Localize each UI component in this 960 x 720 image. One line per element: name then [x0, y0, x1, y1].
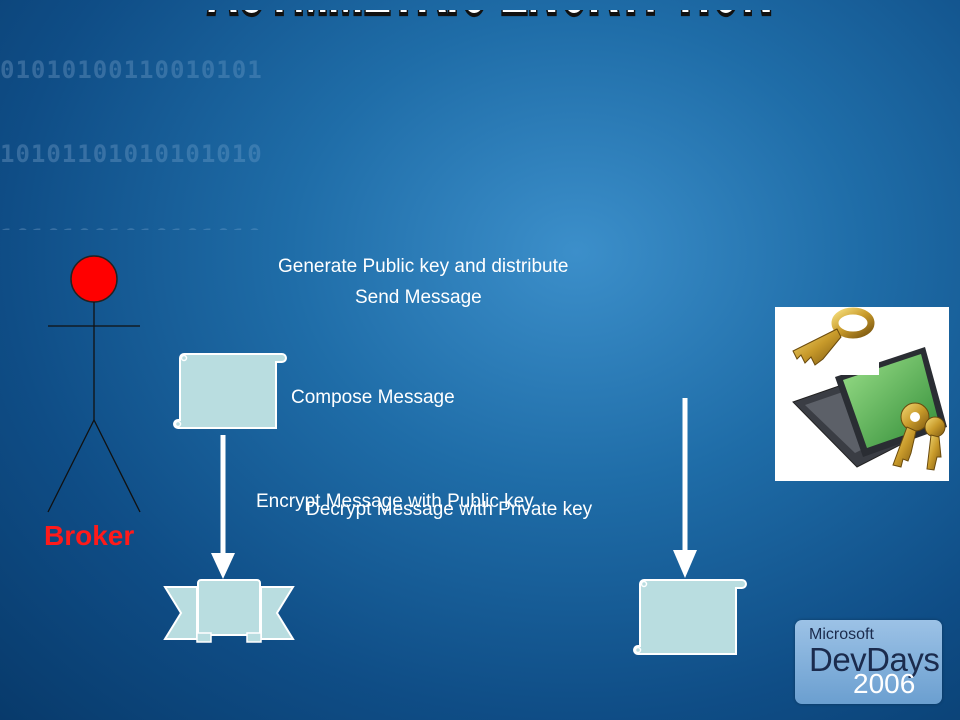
- devdays-logo: Microsoft DevDays 2006: [795, 620, 942, 704]
- logo-company: Microsoft: [809, 626, 874, 643]
- scroll-icon: [173, 353, 287, 429]
- binary-line: 10101101010101010: [0, 140, 263, 168]
- arrow-down-icon: [673, 398, 697, 578]
- step-decrypt-label: Decrypt Message with Private key: [306, 499, 593, 520]
- scroll-icon: [633, 579, 747, 655]
- step-send-label: Send Message: [355, 287, 482, 308]
- logo-year: 2006: [853, 668, 916, 699]
- keys-laptop-icon: [775, 307, 949, 481]
- slide-title: ASYMMETRIC ENCRYPTION: [208, 10, 773, 37]
- arrow-down-icon: [211, 435, 235, 579]
- title-graphic: ASYMMETRIC ENCRYPTION: [205, 10, 776, 40]
- binary-line: 01010100110010101: [0, 56, 263, 84]
- stick-figure-icon: [47, 255, 141, 513]
- step-generate-label: Generate Public key and distribute: [278, 256, 569, 277]
- banner-scroll-icon: [163, 579, 295, 643]
- step-encrypt-label: Encrypt Message with Public key: [256, 491, 534, 512]
- step-compose-label: Compose Message: [291, 387, 455, 408]
- logo-event: DevDays: [809, 641, 940, 678]
- binary-line: 10101001010101010: [0, 224, 640, 230]
- actor-name: Broker: [44, 520, 135, 551]
- binary-background: 01010100110010101 10101101010101010 1010…: [0, 0, 640, 230]
